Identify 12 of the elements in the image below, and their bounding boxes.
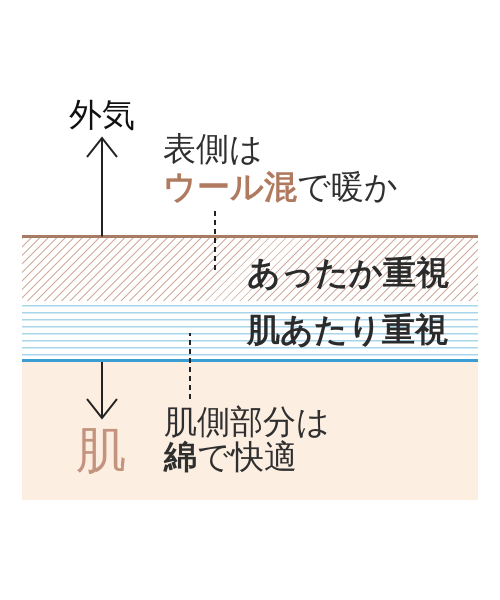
hatched-layer bbox=[22, 235, 478, 301]
skin-layer bbox=[22, 362, 478, 500]
arrow bbox=[86, 137, 118, 236]
direction-label: 外気 bbox=[67, 98, 137, 134]
direction-label: 肌 bbox=[71, 424, 131, 476]
callout-text: 肌側部分は綿で快適 bbox=[164, 404, 344, 474]
leader-line bbox=[214, 211, 216, 272]
callout-text: 表側はウール混で暖か bbox=[163, 130, 408, 206]
layer-label: あったか重視 bbox=[247, 253, 449, 293]
arrow bbox=[86, 362, 118, 419]
leader-line bbox=[189, 333, 191, 399]
layer-label: 肌あたり重視 bbox=[247, 310, 448, 350]
